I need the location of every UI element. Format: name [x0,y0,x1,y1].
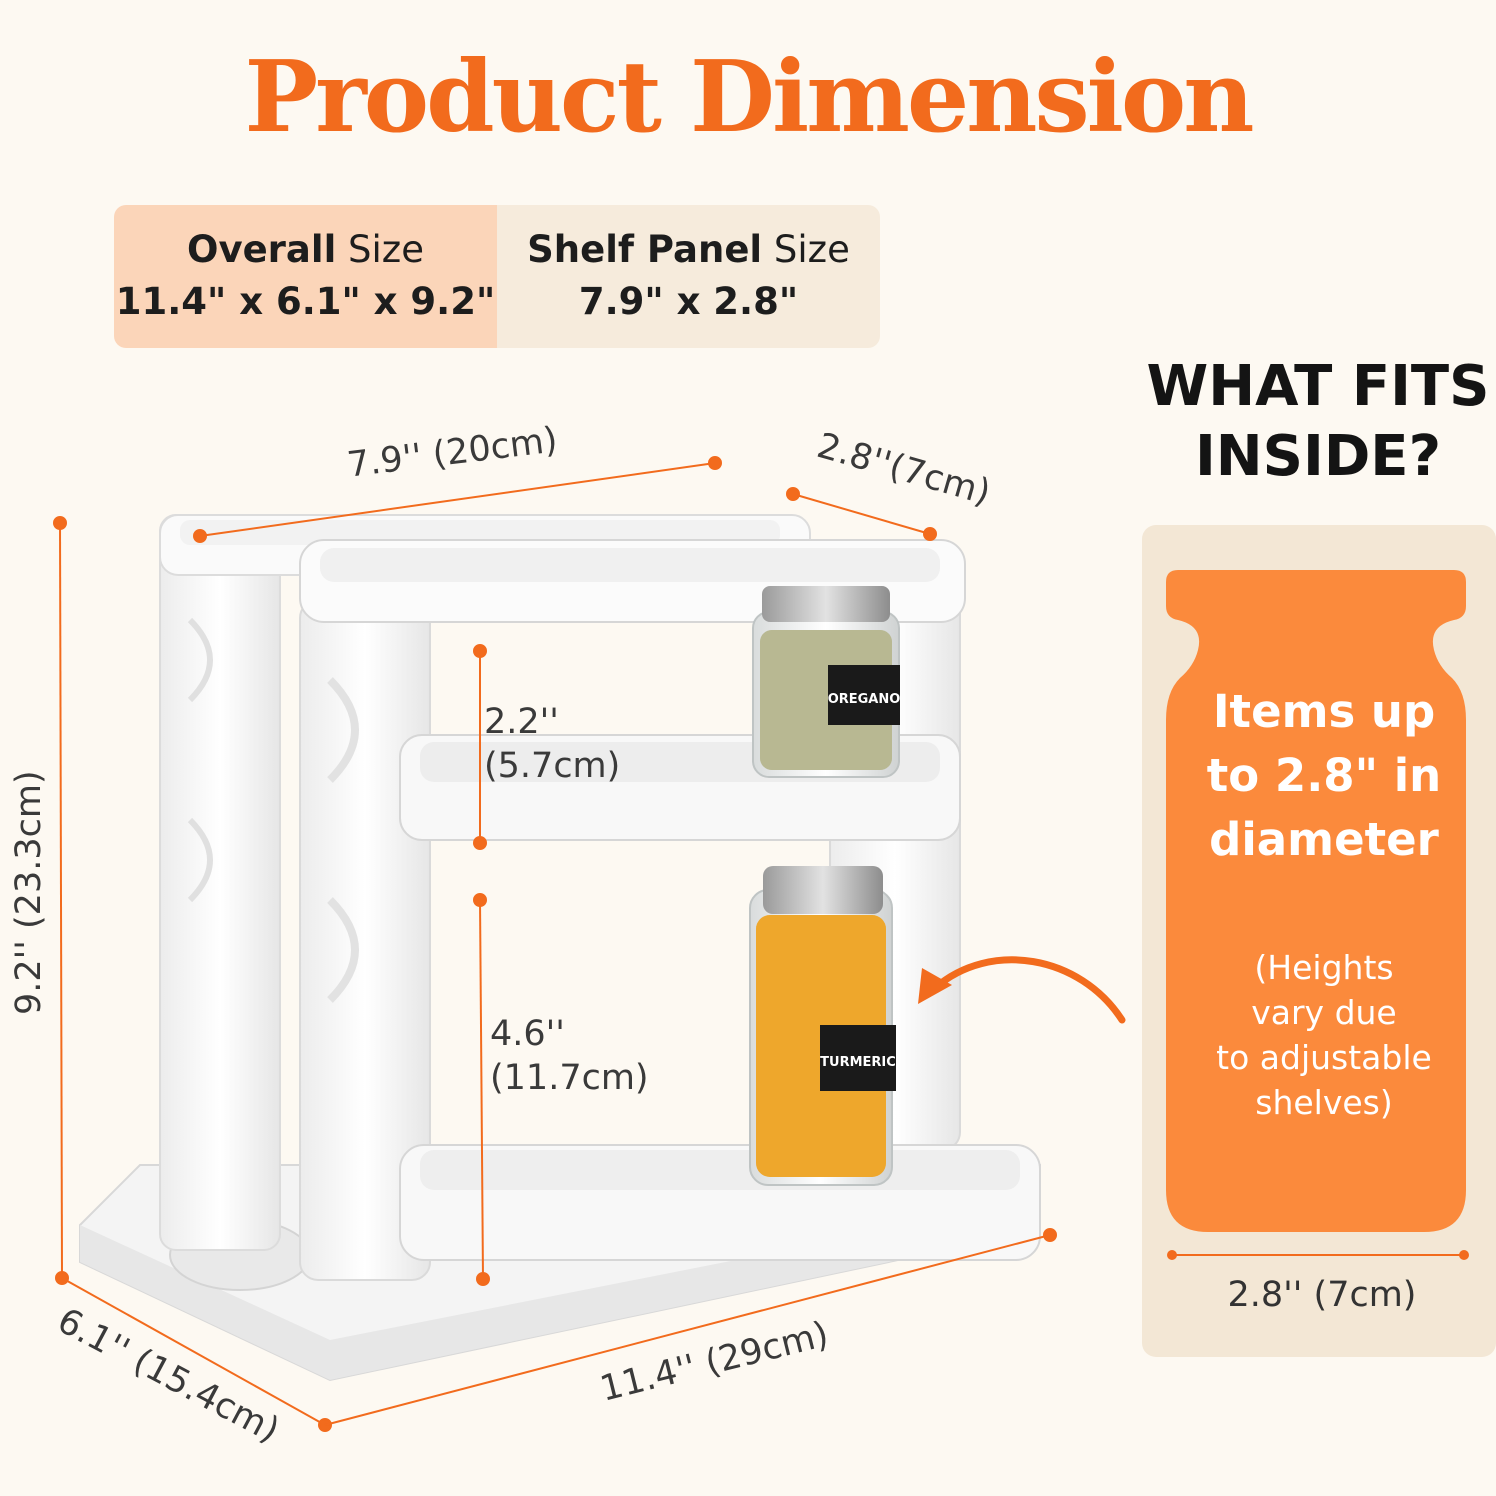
shelf-panel-size-cell: Shelf Panel Size 7.9" x 2.8" [497,205,880,348]
arrow-icon [918,956,1126,1024]
turmeric-label: TURMERIC [820,1055,896,1070]
upper-gap-label: 2.2'' (5.7cm) [484,702,621,786]
jar-silhouette-icon [1166,570,1466,1232]
height-label: 9.2'' (23.3cm) [9,770,49,1015]
overall-size-label: Overall Size [187,227,424,271]
overall-size-cell: Overall Size 11.4" x 6.1" x 9.2" [114,205,497,348]
diameter-line [1167,1250,1469,1260]
size-summary-card: Overall Size 11.4" x 6.1" x 9.2" Shelf P… [114,205,880,348]
oregano-jar: OREGANO [752,586,901,778]
turmeric-jar: TURMERIC [749,866,896,1186]
fits-headline: Items up to 2.8" in diameter [1206,685,1442,866]
front-rack-unit [299,539,1041,1281]
oregano-label: OREGANO [828,692,901,707]
back-rack-unit [159,514,811,1251]
shelf-panel-size-value: 7.9" x 2.8" [578,279,799,323]
diameter-label: 2.8'' (7cm) [1227,1275,1417,1315]
overall-size-value: 11.4" x 6.1" x 9.2" [115,279,496,323]
fits-note: (Heights vary due to adjustable shelves) [1216,948,1432,1122]
lower-gap-label: 4.6'' (11.7cm) [490,1014,649,1098]
page-title: Product Dimension [244,40,1254,155]
dimension-lines [53,456,1057,1432]
what-fits-title: WHAT FITS INSIDE? [1146,354,1490,489]
shelf-panel-size-label: Shelf Panel Size [527,227,850,271]
spice-rack-illustration: OREGANO TURMERIC [53,456,1126,1432]
